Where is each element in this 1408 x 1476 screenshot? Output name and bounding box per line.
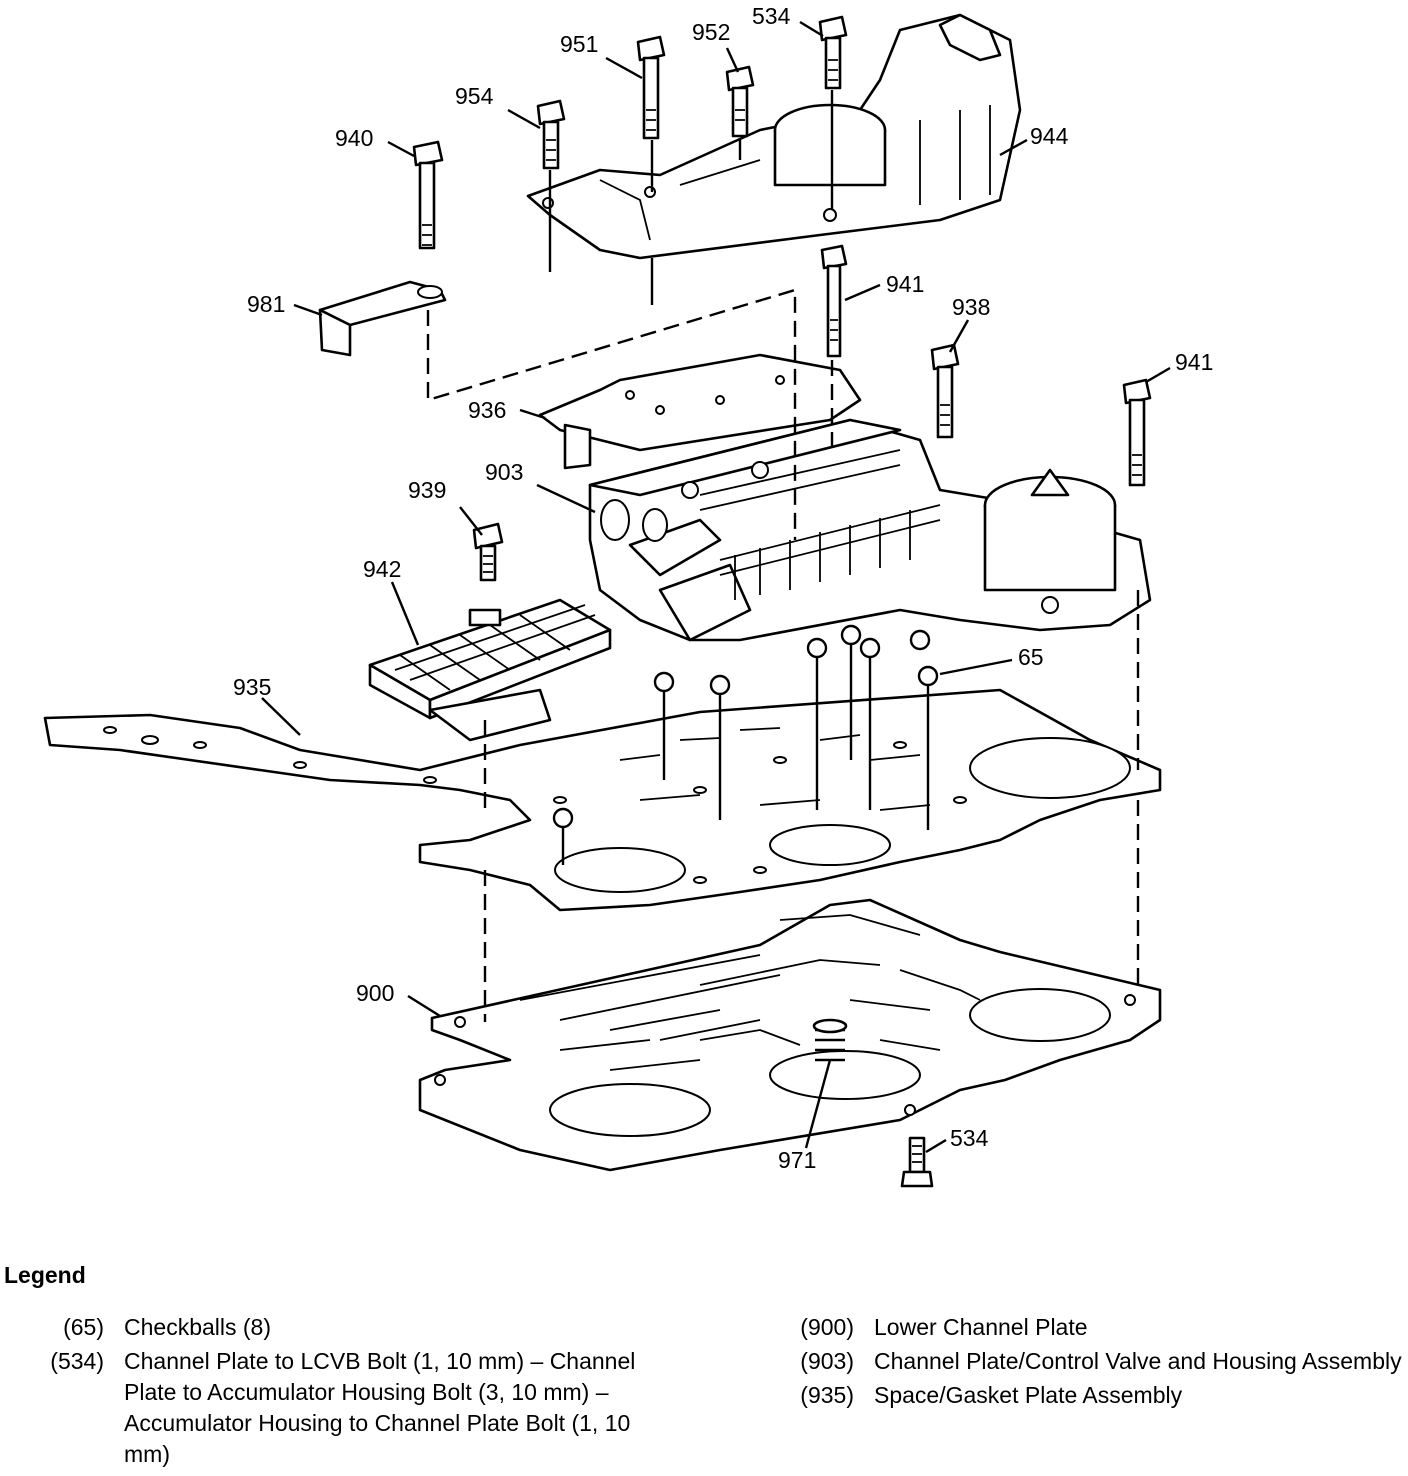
- bolt-938: [930, 343, 960, 439]
- legend-item-description: Checkballs (8): [124, 1314, 271, 1340]
- bolt-951: [636, 35, 666, 140]
- legend-item: (935) Space/Gasket Plate Assembly: [750, 1380, 1390, 1411]
- legend-item-description: Channel Plate to LCVB Bolt (1, 10 mm) – …: [124, 1348, 636, 1467]
- callout-944: 944: [1030, 123, 1069, 149]
- legend-right-column: (900) Lower Channel Plate (903) Channel …: [750, 1312, 1401, 1414]
- bolt-940: [412, 140, 444, 250]
- callout-65: 65: [1018, 644, 1044, 670]
- legend-item-description: Lower Channel Plate: [874, 1314, 1088, 1340]
- legend-item: (534) Channel Plate to LCVB Bolt (1, 10 …: [0, 1346, 640, 1470]
- callout-952: 952: [692, 19, 730, 45]
- legend-left-column: (65) Checkballs (8) (534) Channel Plate …: [0, 1312, 640, 1473]
- callout-940: 940: [335, 125, 373, 151]
- exploded-parts-diagram: 951 952 534 954 940 944 981 941 938 941 …: [43, 3, 1213, 1188]
- leader-lines: [261, 20, 1171, 1154]
- legend-item-description: Channel Plate/Control Valve and Housing …: [874, 1348, 1402, 1374]
- checkballs: [552, 624, 939, 865]
- lower-channel-plate: [418, 898, 1162, 1172]
- callout-903: 903: [485, 459, 523, 485]
- callout-941-right: 941: [1175, 349, 1213, 375]
- control-valve-body: [588, 418, 1152, 642]
- accumulator-housing: [526, 13, 1022, 260]
- legend-item: (900) Lower Channel Plate: [750, 1312, 1390, 1343]
- bolt-939: [472, 522, 504, 582]
- callout-954: 954: [455, 83, 494, 109]
- legend-item-number: (900): [800, 1314, 854, 1340]
- callout-938: 938: [952, 294, 990, 320]
- bolt-952: [725, 65, 755, 138]
- bolt-954: [536, 99, 566, 170]
- bolt-941-center: [820, 244, 848, 358]
- callout-936: 936: [468, 397, 506, 423]
- callout-971: 971: [778, 1147, 816, 1173]
- callout-942: 942: [363, 556, 401, 582]
- legend-item-number: (935): [800, 1382, 854, 1408]
- spring-971: [812, 1018, 848, 1062]
- spacer-gasket-plate: [43, 688, 1162, 912]
- bracket-981: [318, 280, 447, 357]
- alignment-lines: [426, 90, 1140, 1022]
- callout-534-top: 534: [752, 3, 791, 29]
- legend-item-number: (903): [800, 1348, 854, 1374]
- plate-936: [538, 353, 862, 470]
- callout-534-bottom: 534: [950, 1125, 989, 1151]
- legend-item: (65) Checkballs (8): [0, 1312, 640, 1343]
- legend-item-description: Space/Gasket Plate Assembly: [874, 1382, 1183, 1408]
- bolt-534-bottom: [900, 1136, 934, 1188]
- filter-942: [368, 598, 612, 742]
- bolt-534-top: [818, 15, 848, 90]
- callout-935: 935: [233, 674, 271, 700]
- legend-item-number: (534): [50, 1348, 104, 1374]
- legend-title: Legend: [4, 1262, 86, 1288]
- callout-941-center: 941: [886, 271, 924, 297]
- callout-900: 900: [356, 980, 394, 1006]
- bolt-941-right: [1122, 378, 1152, 487]
- callout-951: 951: [560, 31, 598, 57]
- legend-item-number: (65): [63, 1314, 104, 1340]
- callout-labels: 951 952 534 954 940 944 981 941 938 941 …: [233, 3, 1213, 1173]
- callout-939: 939: [408, 477, 446, 503]
- callout-981: 981: [247, 291, 285, 317]
- legend-item: (903) Channel Plate/Control Valve and Ho…: [750, 1346, 1401, 1377]
